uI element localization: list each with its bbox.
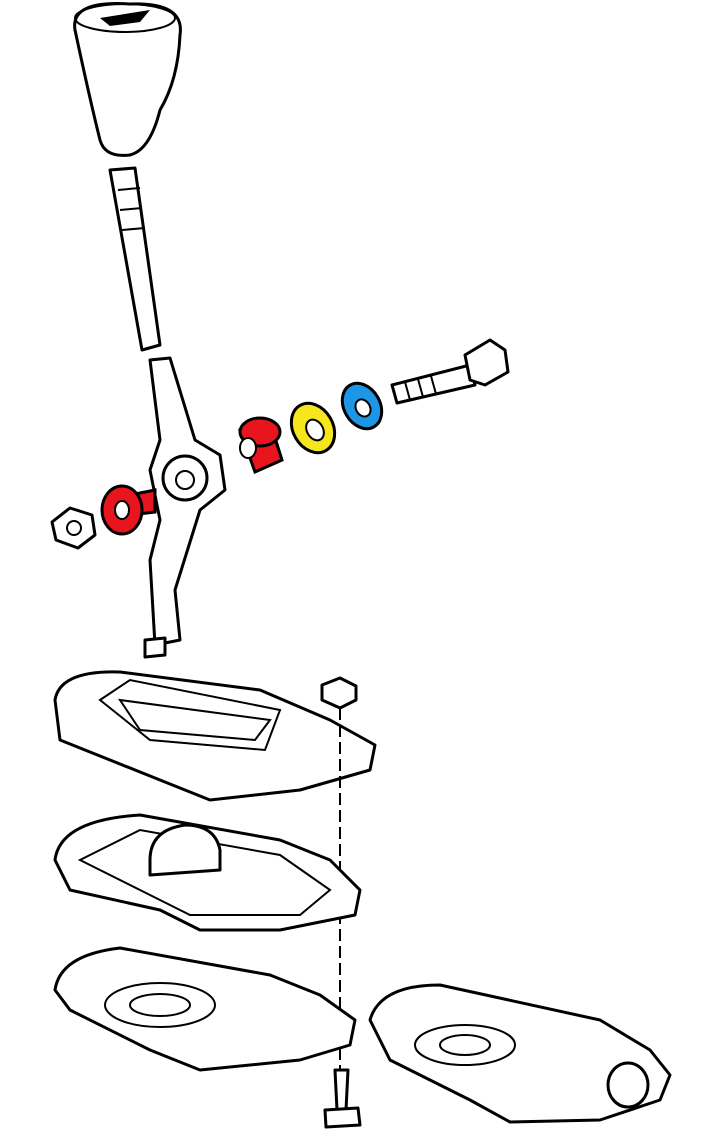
bolt [390, 338, 510, 405]
alternate-housing [368, 983, 672, 1124]
hex-nut [50, 506, 97, 550]
bushing-right [238, 416, 284, 475]
bushing-left [100, 484, 157, 536]
lower-housing [53, 946, 357, 1072]
lock-washer [340, 381, 384, 431]
upper-cover-plate [53, 670, 377, 802]
gasket [53, 813, 362, 932]
flat-washer [289, 401, 337, 455]
shift-knob [73, 2, 182, 157]
shift-lever [108, 166, 227, 659]
screw [323, 1068, 362, 1129]
